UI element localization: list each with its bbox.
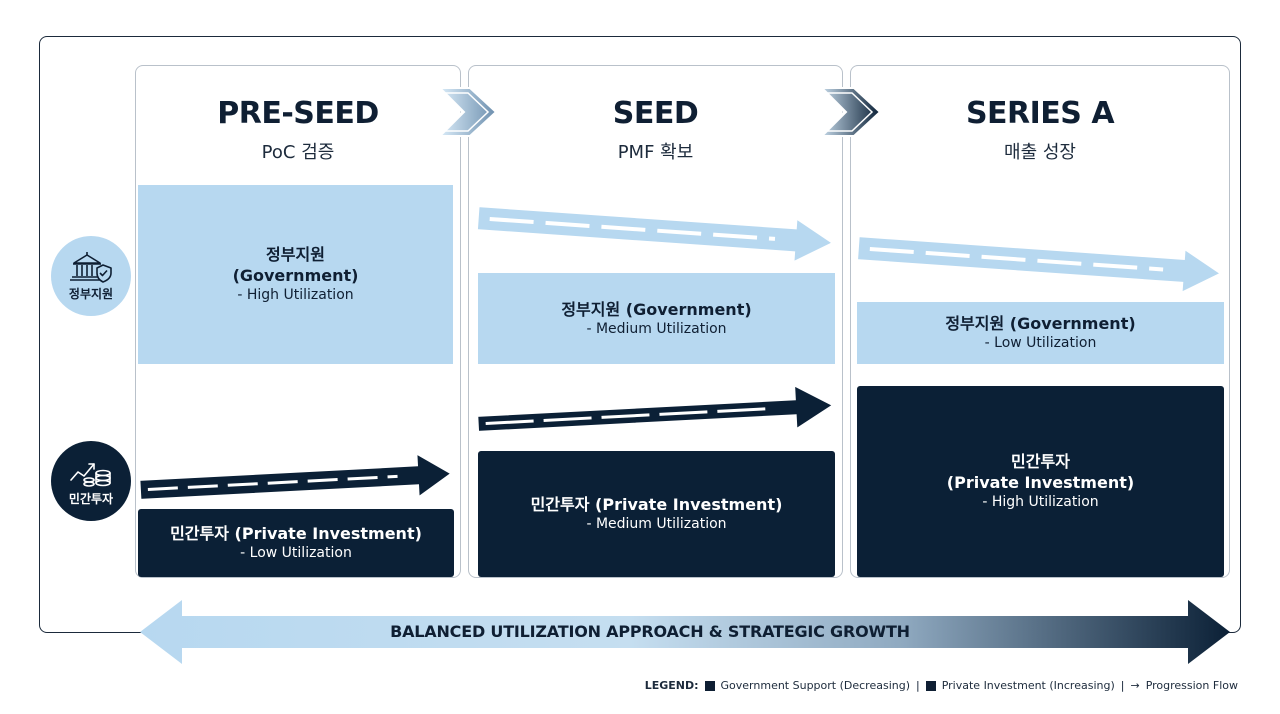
- government-decrease-arrow: [475, 205, 835, 264]
- legend-item-private: Private Investment (Increasing): [941, 679, 1115, 692]
- stage-title: PRE-SEED: [217, 96, 379, 131]
- cell-title: 정부지원 (Government): [561, 299, 752, 319]
- government-side-badge: 정부지원: [51, 236, 131, 316]
- private-increase-arrow: [138, 451, 454, 501]
- government-cell-series-a: 정부지원 (Government) - Low Utilization: [857, 302, 1224, 364]
- stage-title: SERIES A: [965, 96, 1115, 131]
- government-side-label: 정부지원: [68, 286, 114, 301]
- legend-swatch-private: [925, 680, 936, 691]
- stage-chevron-icon: [437, 87, 498, 137]
- cell-utilization: - Medium Utilization: [586, 320, 727, 337]
- stage-subtitle: 매출 성장: [1004, 142, 1076, 163]
- stage-chevron-icon: [819, 87, 882, 137]
- stage-subtitle: PoC 검증: [261, 142, 335, 163]
- cell-utilization: - Low Utilization: [240, 545, 352, 561]
- legend-swatch-government: [704, 680, 715, 691]
- private-cell-seed: 민간투자 (Private Investment) - Medium Utili…: [478, 451, 835, 577]
- banner-caption: BALANCED UTILIZATION APPROACH & STRATEGI…: [390, 622, 910, 641]
- cell-title: 정부지원 (Government): [945, 314, 1136, 333]
- arrow-right-icon: →: [1130, 679, 1140, 692]
- stage-subtitle: PMF 확보: [617, 142, 694, 163]
- growth-chart-coins-icon: [70, 462, 111, 487]
- legend-item-government: Government Support (Decreasing): [720, 679, 910, 692]
- government-decrease-arrow: [855, 235, 1223, 295]
- cell-title: (Private Investment): [946, 473, 1135, 492]
- cell-title: 민간투자: [1011, 452, 1070, 471]
- cell-title: 민간투자 (Private Investment): [530, 495, 783, 514]
- cell-title: (Government): [232, 266, 359, 285]
- legend-item-flow: Progression Flow: [1145, 679, 1238, 692]
- cell-title: 민간투자 (Private Investment): [170, 524, 422, 543]
- legend-title: LEGEND:: [644, 679, 699, 692]
- cell-utilization: - High Utilization: [237, 287, 354, 303]
- legend-separator: |: [1120, 679, 1125, 692]
- stage-title: SEED: [612, 96, 699, 131]
- private-side-badge: 민간투자: [51, 441, 131, 521]
- private-cell-series-a: 민간투자 (Private Investment) - High Utiliza…: [857, 386, 1224, 577]
- legend-separator: |: [916, 679, 920, 692]
- government-cell-pre-seed: 정부지원 (Government) - High Utilization: [138, 185, 453, 364]
- cell-utilization: - Low Utilization: [984, 335, 1097, 351]
- cell-utilization: - Medium Utilization: [586, 516, 727, 532]
- legend: LEGEND: Government Support (Decreasing) …: [645, 679, 1238, 692]
- private-increase-arrow: [476, 383, 836, 433]
- private-cell-pre-seed: 민간투자 (Private Investment) - Low Utilizat…: [138, 509, 454, 577]
- government-building-shield-icon: [70, 251, 112, 283]
- cell-title: 정부지원: [266, 245, 325, 264]
- balanced-growth-arrow: [140, 600, 1230, 664]
- government-cell-seed: 정부지원 (Government) - Medium Utilization: [478, 273, 835, 364]
- cell-utilization: - High Utilization: [982, 494, 1099, 510]
- private-side-label: 민간투자: [68, 491, 114, 506]
